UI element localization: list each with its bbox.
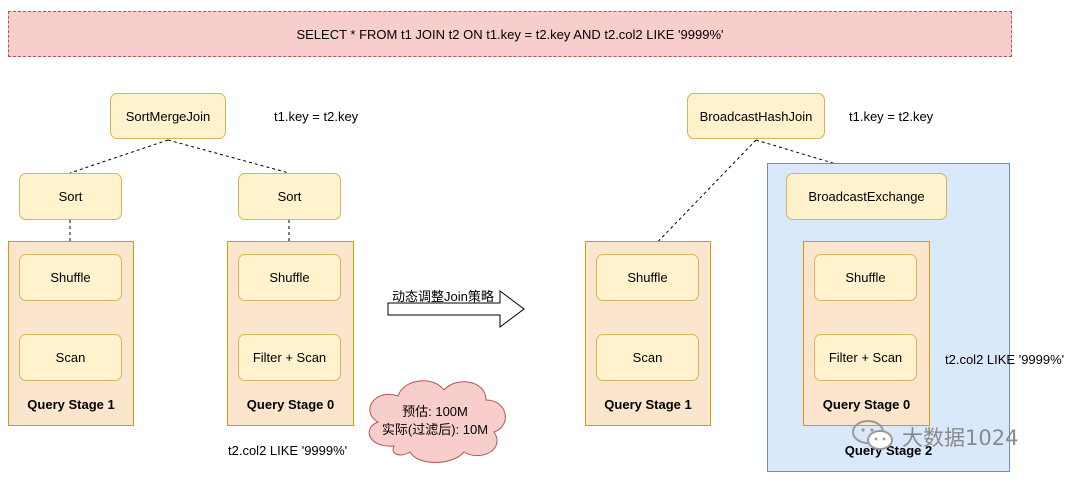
stage-title-left-stage0: Query Stage 0	[246, 397, 335, 412]
sort-node-left: Sort	[19, 173, 122, 220]
stage-title-left-stage1: Query Stage 1	[27, 397, 115, 412]
sql-query-banner: SELECT * FROM t1 JOIN t2 ON t1.key = t2.…	[8, 11, 1012, 57]
edge-bhj-exchange	[755, 139, 867, 174]
scan-node-right-stage1: Scan	[596, 334, 699, 381]
shuffle-node-left-stage0: Shuffle	[238, 254, 341, 301]
stage-title-right-stage1: Query Stage 1	[604, 397, 692, 412]
cloud-shape	[368, 380, 506, 463]
edge-smj-sort-right	[167, 139, 290, 174]
shuffle-node-right-stage0: Shuffle	[814, 254, 917, 301]
edge-smj-sort-left	[69, 139, 169, 174]
sort-node-right: Sort	[238, 173, 341, 220]
broadcastexchange-node: BroadcastExchange	[786, 173, 947, 220]
right-arrow-icon	[387, 290, 525, 328]
shuffle-node-left-stage1: Shuffle	[19, 254, 122, 301]
filter-note-right: t2.col2 LIKE '9999%'	[945, 352, 1065, 367]
sortmergejoin-node: SortMergeJoin	[110, 93, 226, 139]
edge-bhj-shuffle	[645, 139, 757, 255]
filter-scan-node-right-stage0: Filter + Scan	[814, 334, 917, 381]
filter-note-left: t2.col2 LIKE '9999%'	[228, 443, 348, 458]
broadcasthashjoin-node: BroadcastHashJoin	[687, 93, 825, 139]
filter-scan-node-left-stage0: Filter + Scan	[238, 334, 341, 381]
cloud-actual: 实际(过滤后): 10M	[381, 422, 489, 437]
shuffle-node-right-stage1: Shuffle	[596, 254, 699, 301]
wechat-icon	[852, 420, 893, 450]
scan-node-left-stage1: Scan	[19, 334, 122, 381]
arrow-label: 动态调整Join策略	[392, 289, 494, 304]
join-condition-left: t1.key = t2.key	[274, 109, 359, 124]
join-condition-right: t1.key = t2.key	[849, 109, 934, 124]
stage-title-stage2: Query Stage 2	[844, 443, 933, 458]
watermark-text: 大数据1024	[902, 426, 1019, 450]
stage-title-right-stage0: Query Stage 0	[822, 397, 911, 412]
cloud-estimate: 预估: 100M	[402, 404, 468, 419]
